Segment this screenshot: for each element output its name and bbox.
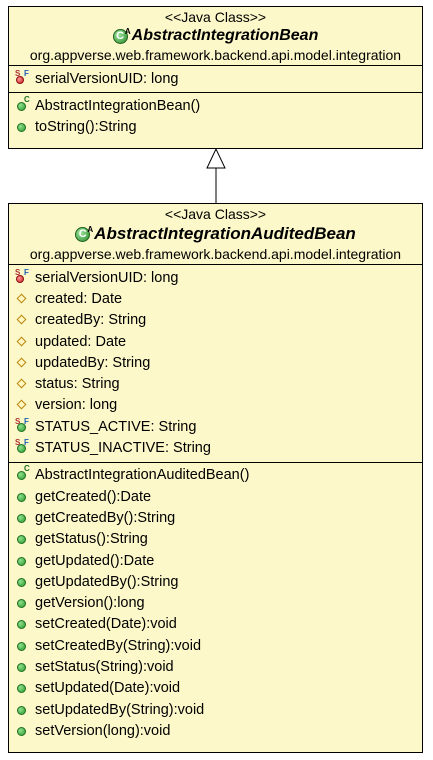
operation-row[interactable]: getCreated():Date [9,486,422,507]
protected-field-icon [15,398,32,412]
class-name: AbstractIntegrationBean [131,27,319,44]
operation-row[interactable]: C AbstractIntegrationBean() [9,95,422,116]
protected-field-icon [15,356,32,370]
protected-field-icon [15,313,32,327]
attribute-row[interactable]: updatedBy: String [9,352,422,373]
attribute-row[interactable]: status: String [9,373,422,394]
package-name: org.appverse.web.framework.backend.api.m… [29,246,402,262]
package-name: org.appverse.web.framework.backend.api.m… [29,47,402,63]
protected-field-icon [15,377,32,391]
protected-field-icon [15,292,32,306]
operation-row[interactable]: getUpdated():Date [9,550,422,571]
public-method-icon [15,639,32,653]
public-method-icon [15,660,32,674]
operation-row[interactable]: getVersion():long [9,592,422,613]
public-method-icon [15,681,32,695]
attribute-row[interactable]: updated: Date [9,331,422,352]
protected-field-icon [15,335,32,349]
public-method-icon [15,596,32,610]
operation-row[interactable]: getStatus():String [9,529,422,550]
operation-row[interactable]: toString():String [9,117,422,138]
constructor-public-icon: C [15,95,32,113]
attribute-row[interactable]: createdBy: String [9,310,422,331]
operation-row[interactable]: setVersion(long):void [9,720,422,741]
operation-row[interactable]: setCreated(Date):void [9,614,422,635]
public-method-icon [15,120,32,134]
operation-row[interactable]: C AbstractIntegrationAuditedBean() [9,465,422,486]
operations-section: C AbstractIntegrationAuditedBean() getCr… [9,463,422,745]
attribute-row[interactable]: created: Date [9,288,422,309]
public-method-icon [15,511,32,525]
stereotype-label: <<Java Class>> [164,9,267,25]
operation-row[interactable]: setCreatedBy(String):void [9,635,422,656]
class-name: AbstractIntegrationAuditedBean [94,224,356,243]
constructor-public-icon: C [15,465,32,482]
attribute-row[interactable]: version: long [9,395,422,416]
public-method-icon [15,532,32,546]
public-method-icon [15,490,32,504]
operation-row[interactable]: setUpdatedBy(String):void [9,699,422,720]
operation-row[interactable]: setStatus(String):void [9,656,422,677]
operation-row[interactable]: getCreatedBy():String [9,507,422,528]
public-method-icon [15,554,32,568]
operations-section: C AbstractIntegrationBean() toString():S… [9,93,422,141]
public-method-icon [15,703,32,717]
operation-row[interactable]: setUpdated(Date):void [9,678,422,699]
public-method-icon [15,724,32,738]
stereotype-label: <<Java Class>> [164,206,267,222]
operation-row[interactable]: getUpdatedBy():String [9,571,422,592]
public-method-icon [15,617,32,631]
public-method-icon [15,575,32,589]
